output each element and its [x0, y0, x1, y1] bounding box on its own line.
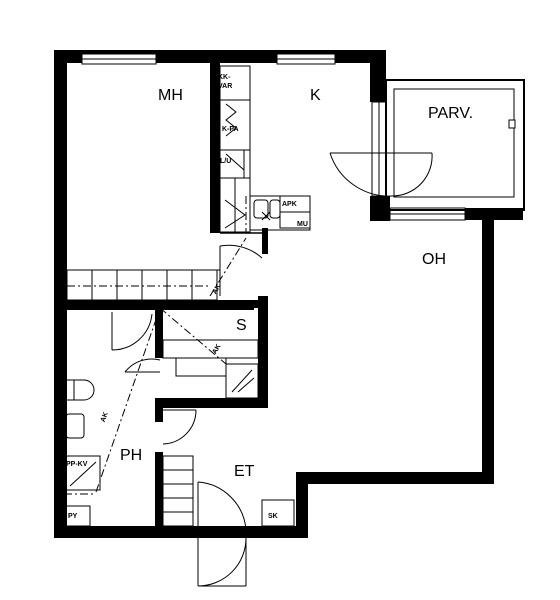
fixture-labels: KK- VAR K-PA L/U APK MU AK AK AK PP-KV P…: [66, 74, 308, 520]
fixture-label-ak-2: AK: [211, 343, 222, 355]
fixture-label-pp-kv: PP-KV: [66, 461, 88, 468]
fixture-label-kk-var-2: VAR: [218, 83, 232, 90]
room-label-k: K: [310, 87, 321, 104]
centerlines: [67, 196, 247, 493]
fixture-label-ak-3: AK: [100, 411, 110, 423]
room-label-s: S: [236, 317, 247, 334]
fixture-label-l-u: L/U: [220, 158, 231, 165]
fixture-label-kk-var-1: KK-: [218, 74, 231, 81]
fixture-label-apk: APK: [282, 201, 297, 208]
fixture-label-py: PY: [68, 513, 78, 520]
room-label-et: ET: [234, 463, 255, 480]
bathroom-fixtures: [64, 379, 295, 527]
room-label-mh: MH: [158, 87, 183, 104]
room-label-oh: OH: [422, 251, 446, 268]
wardrobes: [66, 269, 259, 527]
outer-walls: [54, 50, 523, 538]
fixture-label-mu: MU: [297, 221, 308, 228]
balcony: [385, 79, 525, 211]
interior-walls: [54, 63, 268, 538]
doors: [111, 152, 433, 587]
fixture-label-sk: SK: [268, 513, 278, 520]
room-label-ph: PH: [120, 447, 142, 464]
windows: [81, 53, 466, 221]
kitchen-counter: [219, 65, 311, 233]
fixture-label-ak-1: AK: [211, 283, 222, 295]
room-label-parv: PARV.: [428, 105, 473, 122]
fixture-label-k-pa: K-PA: [222, 126, 239, 133]
room-labels: MH K PARV. OH S PH ET: [120, 87, 473, 480]
